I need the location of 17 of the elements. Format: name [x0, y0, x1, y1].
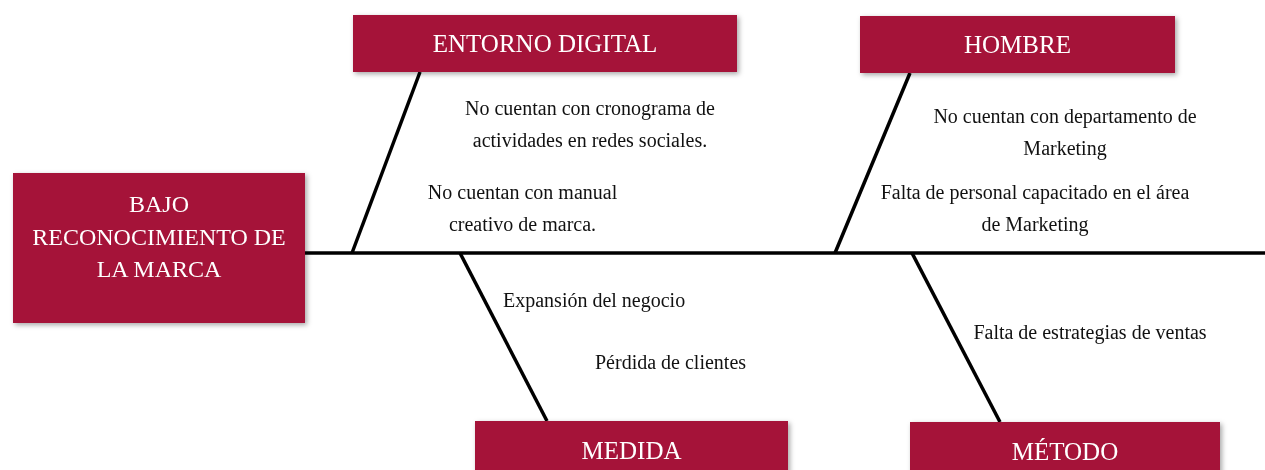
- cause-text: No cuentan con manual creativo de marca.: [426, 180, 619, 237]
- category-box: HOMBRE: [860, 16, 1175, 73]
- category-box: MEDIDA: [475, 421, 788, 470]
- cause-text: No cuentan con departamento de Marketing: [932, 104, 1198, 162]
- effect-box: BAJO RECONOCIMIENTO DE LA MARCA: [13, 173, 305, 323]
- bone-line: [833, 72, 912, 254]
- cause-text: No cuentan con cronograma de actividades en redes sociales.: [464, 96, 716, 153]
- cause-text: Falta de personal capacitado en el área de Marketing: [879, 180, 1191, 238]
- cause-text: Pérdida de clientes: [595, 350, 748, 375]
- bone-line: [458, 252, 549, 422]
- category-box: ENTORNO DIGITAL: [353, 15, 737, 72]
- bone-line: [350, 71, 422, 254]
- category-box: MÉTODO: [910, 422, 1220, 470]
- cause-text: Expansión del negocio: [503, 288, 687, 314]
- spine-line: [305, 251, 1265, 255]
- cause-text: Falta de estrategias de ventas: [972, 320, 1208, 346]
- bone-line: [910, 252, 1002, 423]
